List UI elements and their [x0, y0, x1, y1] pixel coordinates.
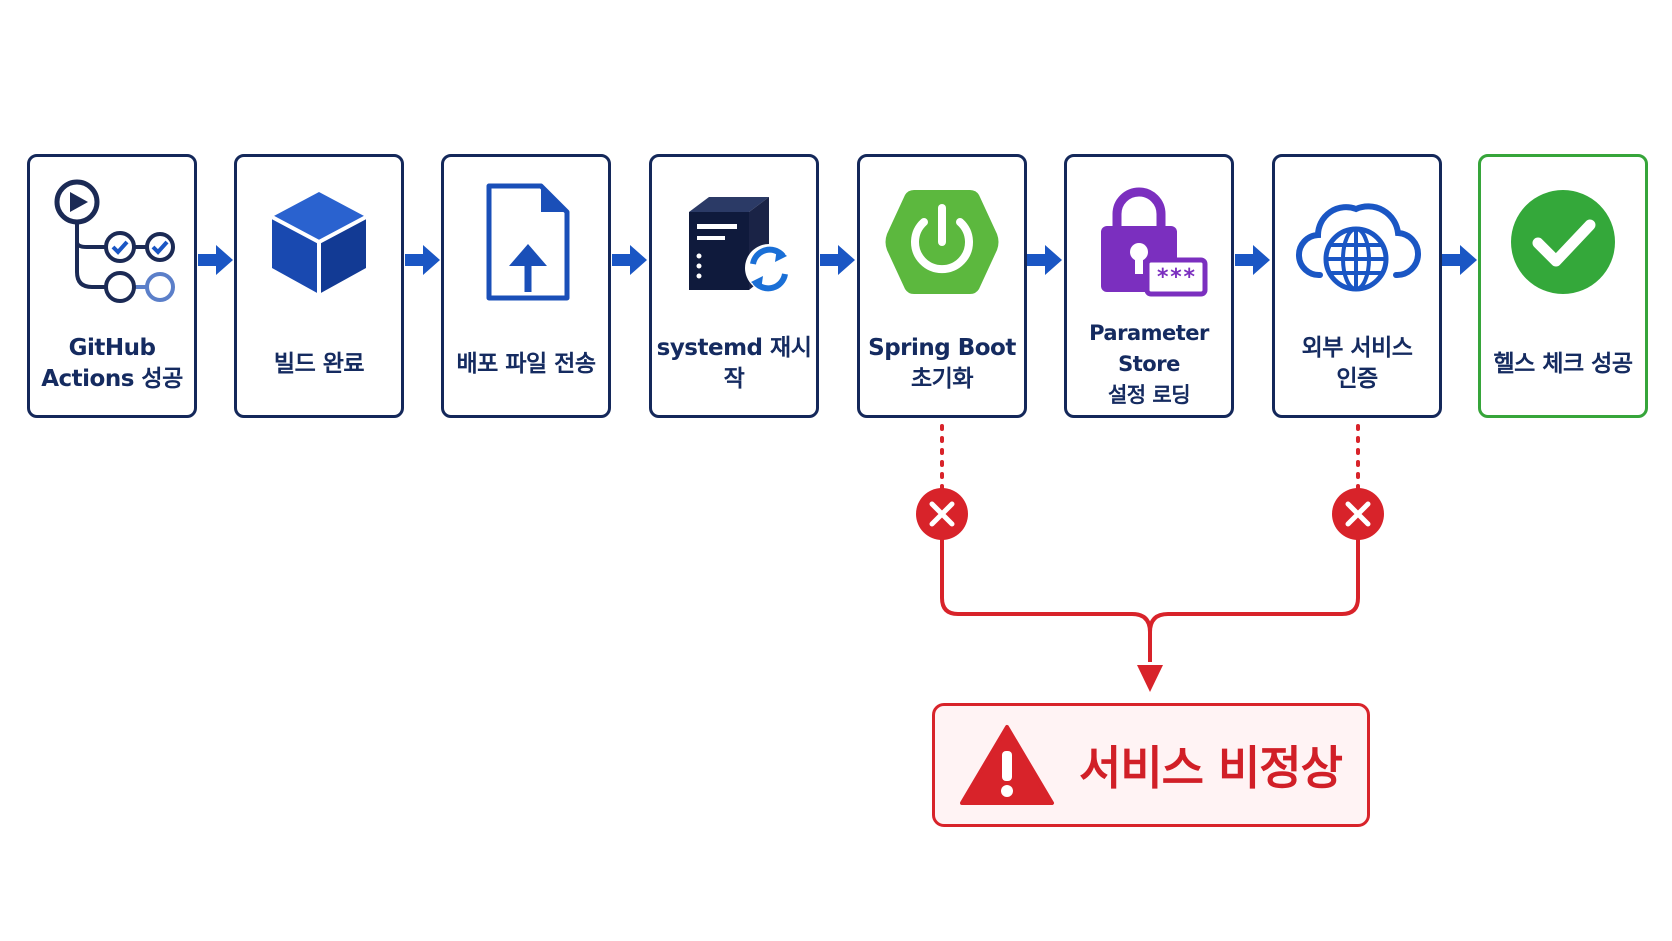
step-health-check: 헬스 체크 성공	[1478, 154, 1648, 418]
cloud-globe-icon	[1275, 177, 1439, 307]
svg-text:***: ***	[1156, 265, 1196, 290]
step-label: Parameter Store 설정 로딩	[1071, 321, 1227, 407]
failure-merge-arrowhead	[1137, 665, 1163, 692]
step-build: 빌드 완료	[234, 154, 404, 418]
failure-merge-line	[940, 538, 1360, 662]
step-label: 빌드 완료	[241, 327, 397, 401]
alert-text: 서비스 비정상	[1079, 741, 1343, 795]
flow-arrow-icon	[1027, 245, 1062, 275]
check-circle-icon	[1481, 177, 1645, 307]
file-upload-icon	[444, 177, 608, 307]
cube-icon	[237, 177, 401, 307]
step-label: 배포 파일 전송	[448, 327, 604, 401]
spring-power-icon	[860, 177, 1024, 307]
flow-arrow-icon	[1235, 245, 1270, 275]
server-restart-icon	[652, 177, 816, 307]
label-line-1: 외부 서비스	[1301, 335, 1413, 361]
label-line-2: Actions 성공	[41, 366, 183, 392]
step-systemd: systemd 재시작	[649, 154, 819, 418]
lock-password-icon: ***	[1067, 177, 1231, 307]
flow-arrow-icon	[198, 245, 233, 275]
label-line-1: 배포 파일 전송	[456, 350, 596, 377]
label-line-1: Parameter Store	[1089, 320, 1209, 376]
label-line-1: systemd 재시작	[656, 335, 812, 392]
label-line-2: 초기화	[911, 366, 973, 392]
step-label: GitHub Actions 성공	[34, 327, 190, 401]
step-external-auth: 외부 서비스 인증	[1272, 154, 1442, 418]
step-label: Spring Boot 초기화	[864, 327, 1020, 401]
step-spring-boot: Spring Boot 초기화	[857, 154, 1027, 418]
flow-arrow-icon	[612, 245, 647, 275]
step-label: 외부 서비스 인증	[1279, 327, 1435, 401]
label-line-1: 빌드 완료	[273, 350, 365, 377]
flow-arrow-icon	[820, 245, 855, 275]
x-circle-icon	[1332, 488, 1384, 540]
flow-arrow-icon	[1442, 245, 1477, 275]
step-label: systemd 재시작	[656, 327, 812, 401]
step-deploy-file: 배포 파일 전송	[441, 154, 611, 418]
x-circle-icon	[916, 488, 968, 540]
step-label: 헬스 체크 성공	[1485, 327, 1641, 401]
service-abnormal-alert: 서비스 비정상	[932, 703, 1370, 827]
label-line-1: Spring Boot	[868, 335, 1016, 361]
label-line-1: 헬스 체크 성공	[1493, 350, 1633, 377]
git-pipeline-icon	[30, 177, 194, 307]
label-line-2: 설정 로딩	[1107, 382, 1191, 407]
label-line-1: GitHub	[68, 335, 156, 361]
flow-arrow-icon	[405, 245, 440, 275]
step-parameter-store: *** Parameter Store 설정 로딩	[1064, 154, 1234, 418]
label-line-2: 인증	[1336, 366, 1378, 392]
step-github-actions: GitHub Actions 성공	[27, 154, 197, 418]
warning-triangle-icon	[960, 725, 1054, 805]
